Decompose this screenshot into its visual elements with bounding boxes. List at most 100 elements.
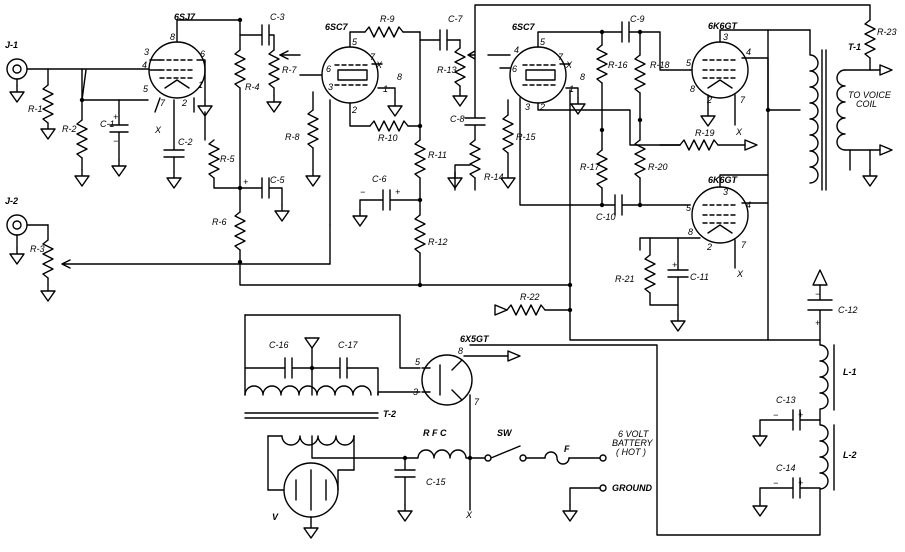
label-r17: R-17	[580, 162, 601, 172]
label-r5: R-5	[220, 154, 235, 164]
pin-v2-7: 7	[370, 52, 376, 62]
resistor-r13	[452, 39, 476, 107]
inductor-l1	[819, 339, 835, 421]
pin-v2-6: 6	[326, 64, 331, 74]
pin-v3-8: 8	[580, 72, 585, 82]
label-r12: R-12	[428, 237, 448, 247]
label-minus-c1: −	[113, 136, 118, 146]
label-minus-c14: −	[773, 478, 778, 488]
switch-sw	[490, 445, 546, 462]
resistor-r11	[414, 31, 426, 203]
resistor-r18	[634, 29, 691, 123]
resistor-r6	[234, 187, 571, 286]
label-battery-1: 6 VOLT	[618, 429, 650, 439]
tube-v4-6k6gt	[689, 29, 811, 127]
label-sw: SW	[497, 428, 513, 438]
pin-v6-3: 3	[413, 387, 418, 397]
label-plus-c6: +	[395, 187, 400, 197]
pin-v3-7: 7	[558, 52, 564, 62]
pin-v3-1: 1	[569, 84, 574, 94]
capacitor-c5	[239, 177, 290, 222]
capacitor-c10	[571, 194, 641, 216]
inductor-rfc	[404, 449, 492, 462]
pin-v5-3: 3	[723, 187, 728, 197]
resistor-r16	[596, 29, 608, 133]
label-vibrator: V	[272, 512, 279, 522]
label-x-4: X	[735, 127, 743, 137]
label-c16: C-16	[269, 340, 289, 350]
pin-v4-5: 5	[686, 58, 692, 68]
label-c9: C-9	[630, 14, 645, 24]
transformer-t1	[765, 29, 893, 341]
resistor-r19	[659, 139, 758, 151]
label-rfc: R F C	[423, 428, 447, 438]
jack-j1	[6, 58, 149, 103]
label-v4: 6K6GT	[708, 21, 739, 31]
label-plus-c11: +	[672, 260, 677, 270]
label-x-2: X	[375, 60, 383, 70]
label-r3: R-3	[30, 244, 45, 254]
pin-v4-2: 2	[706, 95, 712, 105]
pin-v1-2: 2	[181, 98, 187, 108]
resistor-r3	[40, 224, 331, 302]
resistor-r12	[414, 199, 426, 288]
label-fuse: F	[564, 444, 570, 454]
label-r6: R-6	[212, 217, 227, 227]
capacitor-c3	[239, 24, 275, 51]
tube-v5-6k6gt	[639, 174, 769, 269]
label-v5: 6K6GT	[708, 175, 739, 185]
label-c11: C-11	[690, 272, 709, 282]
label-c17: C-17	[338, 340, 359, 350]
pin-v3-3: 3	[525, 102, 530, 112]
label-c6: C-6	[372, 174, 387, 184]
resistor-r4	[234, 17, 246, 191]
capacitor-c13	[752, 409, 821, 447]
label-c7: C-7	[448, 14, 463, 24]
pin-v1-3: 3	[144, 47, 149, 57]
label-r13: R-13	[437, 65, 457, 75]
label-battery-3: ( HOT )	[616, 447, 646, 457]
resistor-r2	[74, 68, 149, 187]
pin-v2-2: 2	[351, 105, 357, 115]
pin-v2-1: 1	[383, 84, 388, 94]
capacitor-c14	[752, 477, 821, 517]
resistor-r8	[305, 91, 321, 187]
bplus-bus	[474, 4, 871, 56]
pin-v3-6: 6	[512, 64, 517, 74]
capacitor-c6	[352, 189, 421, 227]
resistor-r9	[364, 26, 421, 38]
resistor-r15	[500, 99, 516, 189]
label-r23: R-23	[877, 27, 897, 37]
pin-v5-7: 7	[741, 240, 747, 250]
pin-v1-7: 7	[160, 98, 166, 108]
label-r18: R-18	[650, 60, 670, 70]
capacitor-c2	[163, 99, 185, 189]
label-x-6: X	[465, 510, 473, 520]
resistor-r14	[447, 139, 481, 191]
label-c1: C-1	[100, 119, 115, 129]
capacitor-c8	[464, 54, 486, 141]
label-minus-c12: −	[815, 289, 820, 299]
pin-v4-8: 8	[690, 84, 695, 94]
label-voice-coil-1: TO VOICE	[848, 90, 892, 100]
label-plus-c14: +	[798, 478, 803, 488]
fuse-f	[544, 451, 607, 465]
label-r21: R-21	[615, 274, 635, 284]
label-r7: R-7	[282, 65, 297, 75]
vibrator-v	[267, 462, 355, 539]
resistor-r21	[644, 237, 679, 306]
label-l1: L-1	[843, 367, 857, 377]
label-plus-c5: +	[243, 177, 248, 187]
resistor-r22	[494, 89, 769, 341]
pin-v4-7: 7	[740, 95, 746, 105]
label-v6: 6X5GT	[460, 334, 490, 344]
resistor-r7	[266, 49, 301, 113]
tube-v2-6sc7	[299, 31, 403, 226]
label-plus-c12: +	[815, 318, 820, 328]
pin-v4-4: 4	[746, 47, 751, 57]
pin-v3-5: 5	[540, 37, 546, 47]
capacitor-c9	[601, 21, 641, 43]
capacitor-c16	[244, 357, 313, 379]
label-r2: R-2	[62, 124, 77, 134]
capacitor-c15	[394, 455, 416, 522]
